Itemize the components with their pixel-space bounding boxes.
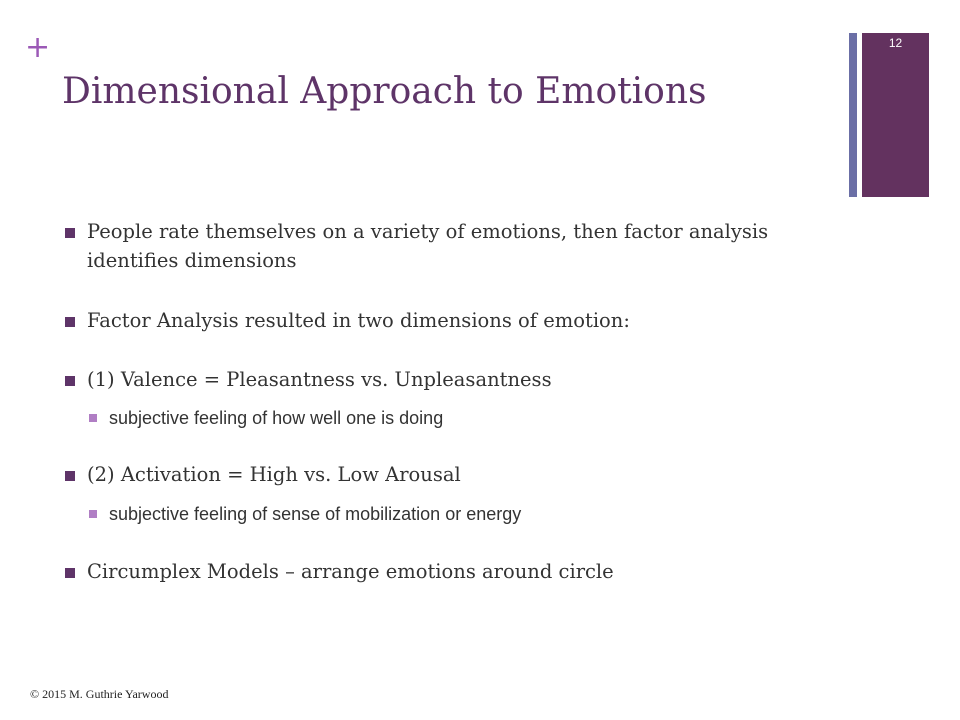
slide-title: Dimensional Approach to Emotions xyxy=(62,71,707,112)
sub-bullet-item: subjective feeling of sense of mobilizat… xyxy=(87,502,827,526)
bullet-text: People rate themselves on a variety of e… xyxy=(87,220,769,272)
bullet-text: (1) Valence = Pleasantness vs. Unpleasan… xyxy=(87,368,552,391)
bullet-square-icon xyxy=(65,376,75,386)
bullet-text: Factor Analysis resulted in two dimensio… xyxy=(87,309,630,332)
bullet-square-icon xyxy=(65,568,75,578)
decorative-thin-bar xyxy=(849,33,857,197)
bullet-text: Circumplex Models – arrange emotions aro… xyxy=(87,560,614,583)
sub-bullet-item: subjective feeling of how well one is do… xyxy=(87,406,827,430)
copyright-footer: © 2015 M. Guthrie Yarwood xyxy=(30,687,169,701)
bullet-item: Circumplex Models – arrange emotions aro… xyxy=(62,557,832,586)
bullet-text: (2) Activation = High vs. Low Arousal xyxy=(87,463,461,486)
plus-icon: + xyxy=(25,30,51,65)
bullet-square-icon xyxy=(65,471,75,481)
sub-bullet-text: subjective feeling of how well one is do… xyxy=(109,408,444,428)
bullet-item: (1) Valence = Pleasantness vs. Unpleasan… xyxy=(62,365,832,394)
sub-bullet-square-icon xyxy=(89,510,97,518)
decorative-accent-bar xyxy=(862,33,929,197)
bullet-item: People rate themselves on a variety of e… xyxy=(62,217,832,275)
sub-bullet-text: subjective feeling of sense of mobilizat… xyxy=(109,504,522,524)
slide-number: 12 xyxy=(888,36,903,50)
bullet-square-icon xyxy=(65,317,75,327)
bullet-item: Factor Analysis resulted in two dimensio… xyxy=(62,306,832,335)
bullet-item: (2) Activation = High vs. Low Arousal xyxy=(62,460,832,489)
bullet-square-icon xyxy=(65,228,75,238)
sub-bullet-square-icon xyxy=(89,414,97,422)
